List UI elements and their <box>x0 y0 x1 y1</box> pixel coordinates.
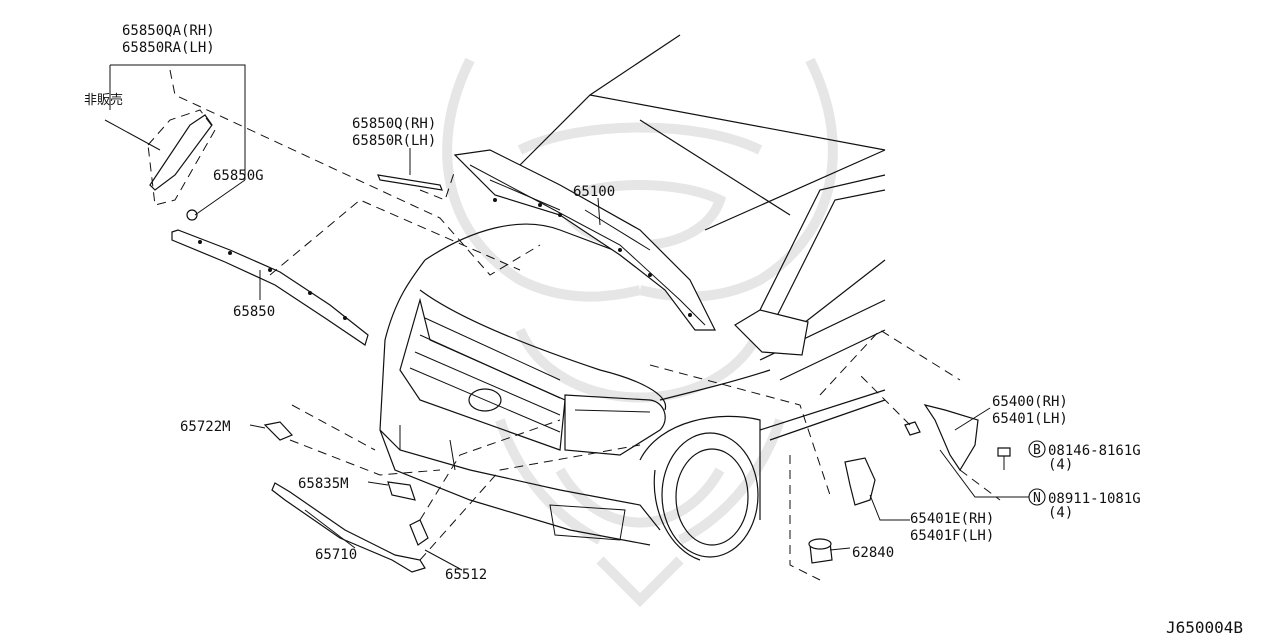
hood-65100 <box>453 149 716 331</box>
label-65401F: 65401F(LH) <box>910 528 994 544</box>
label-65401E: 65401E(RH) <box>910 511 994 527</box>
label-65850QA: 65850QA(RH) <box>122 23 215 39</box>
label-nut-qty: (4) <box>1048 505 1073 521</box>
dashed-leaders <box>169 69 1001 581</box>
label-65401: 65401(LH) <box>992 411 1068 427</box>
label-65850R: 65850R(LH) <box>352 133 436 149</box>
part-65835M <box>387 481 416 501</box>
label-65850G: 65850G <box>213 168 264 184</box>
part-65512 <box>409 519 429 546</box>
nut-marker-circle <box>1028 488 1046 506</box>
molding-65850QA <box>147 109 216 221</box>
label-nut-marker: N <box>1033 491 1041 506</box>
diagram-code: J650004B <box>1166 618 1243 637</box>
label-65850: 65850 <box>233 304 275 320</box>
bolt-marker-circle <box>1028 440 1046 458</box>
stay-65401E <box>844 457 876 506</box>
label-65100: 65100 <box>573 184 615 200</box>
label-65400: 65400(RH) <box>992 394 1068 410</box>
label-65710: 65710 <box>315 547 357 563</box>
bolt-08146 <box>997 447 1011 470</box>
label-not-sold: 非販売 <box>84 92 123 108</box>
molding-65850 <box>171 229 369 346</box>
label-65850RA: 65850RA(LH) <box>122 40 215 56</box>
label-bolt-qty: (4) <box>1048 457 1073 473</box>
label-bolt-part: 08146-8161G <box>1048 443 1141 459</box>
bumper-62840 <box>808 538 833 564</box>
leader-lines <box>104 64 1030 571</box>
label-bolt-marker: B <box>1033 443 1041 458</box>
vehicle-body <box>379 34 886 561</box>
hinge-65400 <box>904 404 979 472</box>
label-62840: 62840 <box>852 545 894 561</box>
label-65512: 65512 <box>445 567 487 583</box>
rod-65710 <box>271 482 426 573</box>
label-65850Q: 65850Q(RH) <box>352 116 436 132</box>
clip-65722M <box>263 421 294 441</box>
strip-65850Q <box>377 174 443 191</box>
label-65835M: 65835M <box>298 476 349 492</box>
label-nut-part: 08911-1081G <box>1048 491 1141 507</box>
label-65722M: 65722M <box>180 419 231 435</box>
